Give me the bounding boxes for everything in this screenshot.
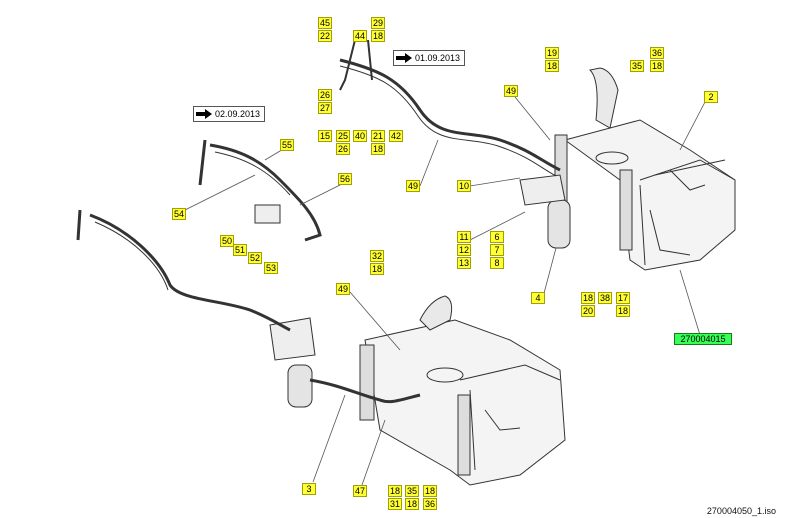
callout[interactable]: 22 xyxy=(318,30,333,42)
callout[interactable]: 52 xyxy=(248,252,263,264)
lower-fuel-tank xyxy=(359,295,566,486)
callout[interactable]: 26 xyxy=(318,89,333,101)
callout[interactable]: 32 xyxy=(370,250,385,262)
file-reference: 270004050_1.iso xyxy=(706,506,776,516)
callout[interactable]: 2 xyxy=(704,91,718,103)
arrow-right-icon xyxy=(196,109,212,119)
leader-lines xyxy=(184,96,706,486)
callout[interactable]: 10 xyxy=(457,180,472,192)
callout[interactable]: 26 xyxy=(336,143,351,155)
callout[interactable]: 27 xyxy=(318,102,333,114)
callout[interactable]: 29 xyxy=(371,17,386,29)
callout[interactable]: 49 xyxy=(406,180,421,192)
left-hose-assembly-02-09-2013 xyxy=(198,139,322,242)
callout[interactable]: 35 xyxy=(630,60,645,72)
callout[interactable]: 25 xyxy=(336,130,351,142)
upper-fuel-lines xyxy=(339,39,561,177)
revision-date-label-left: 02.09.2013 xyxy=(193,106,266,122)
callout[interactable]: 38 xyxy=(598,292,613,304)
part-number-label[interactable]: 270004015 xyxy=(674,333,732,345)
callout[interactable]: 18 xyxy=(616,305,631,317)
callout[interactable]: 18 xyxy=(581,292,596,304)
callout[interactable]: 21 xyxy=(371,130,386,142)
callout[interactable]: 51 xyxy=(233,244,248,256)
callout[interactable]: 11 xyxy=(457,231,471,243)
callout[interactable]: 40 xyxy=(353,130,368,142)
callout[interactable]: 47 xyxy=(353,485,368,497)
callout[interactable]: 50 xyxy=(220,235,235,247)
callout[interactable]: 35 xyxy=(405,485,420,497)
callout[interactable]: 18 xyxy=(405,498,420,510)
lower-filter xyxy=(269,317,316,408)
revision-date-text: 02.09.2013 xyxy=(215,109,261,119)
callout[interactable]: 49 xyxy=(504,85,519,97)
callout[interactable]: 3 xyxy=(302,483,316,495)
callout[interactable]: 8 xyxy=(490,257,504,269)
callout[interactable]: 54 xyxy=(172,208,187,220)
callout[interactable]: 18 xyxy=(423,485,438,497)
callout[interactable]: 15 xyxy=(318,130,333,142)
callout[interactable]: 12 xyxy=(457,244,472,256)
callout[interactable]: 18 xyxy=(371,30,386,42)
callout[interactable]: 6 xyxy=(490,231,504,243)
callout[interactable]: 7 xyxy=(490,244,504,256)
callout[interactable]: 55 xyxy=(280,139,295,151)
callout[interactable]: 56 xyxy=(338,173,353,185)
callout[interactable]: 18 xyxy=(545,60,560,72)
callout[interactable]: 44 xyxy=(353,30,368,42)
callout[interactable]: 45 xyxy=(318,17,333,29)
callout[interactable]: 18 xyxy=(371,143,386,155)
callout[interactable]: 13 xyxy=(457,257,472,269)
callout[interactable]: 31 xyxy=(388,498,403,510)
revision-date-label-right: 01.09.2013 xyxy=(393,50,466,66)
callout[interactable]: 20 xyxy=(581,305,596,317)
upper-filter xyxy=(519,174,571,249)
callout[interactable]: 18 xyxy=(650,60,665,72)
arrow-right-icon xyxy=(396,53,412,63)
callout[interactable]: 53 xyxy=(264,262,279,274)
lower-fuel-lines xyxy=(76,209,421,404)
callout[interactable]: 19 xyxy=(545,47,560,59)
revision-date-text: 01.09.2013 xyxy=(415,53,461,63)
callout[interactable]: 36 xyxy=(650,47,665,59)
callout[interactable]: 49 xyxy=(336,283,351,295)
callout[interactable]: 42 xyxy=(389,130,404,142)
callout[interactable]: 17 xyxy=(616,292,631,304)
callout[interactable]: 36 xyxy=(423,498,438,510)
callout[interactable]: 18 xyxy=(370,263,385,275)
callout[interactable]: 18 xyxy=(388,485,403,497)
callout[interactable]: 4 xyxy=(531,292,545,304)
